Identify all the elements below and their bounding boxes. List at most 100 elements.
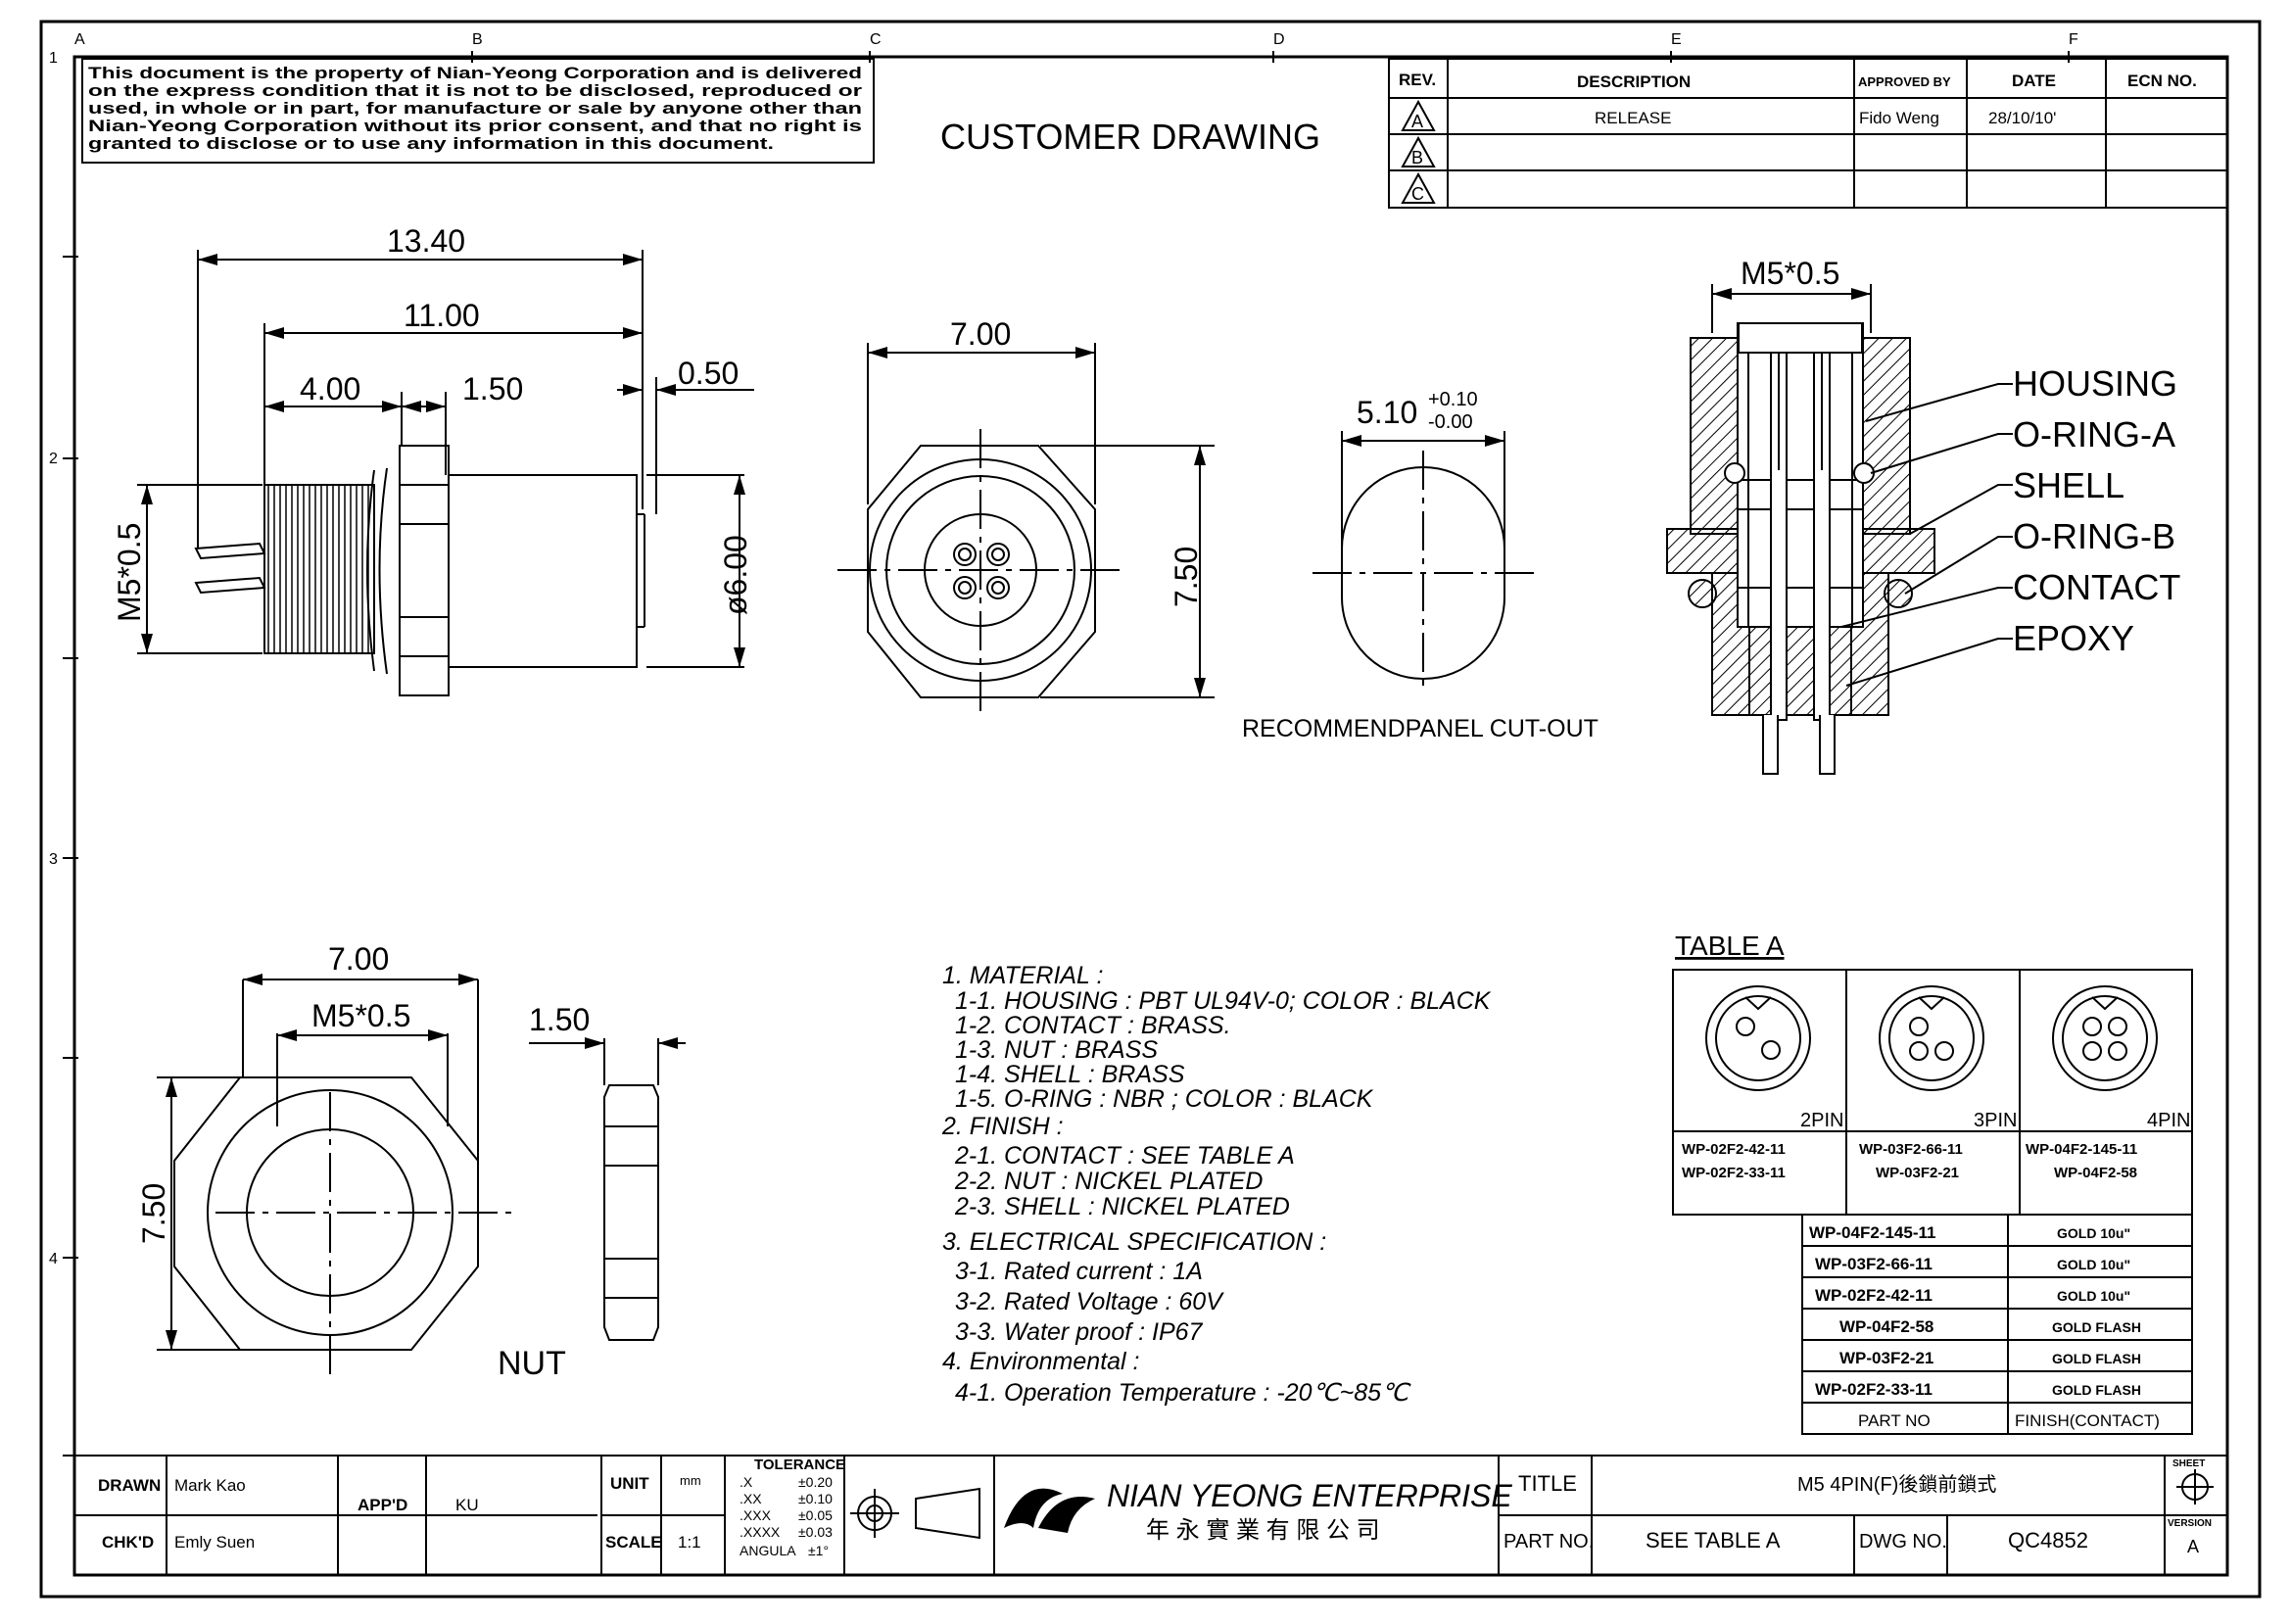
pin-label-2: 2PIN [1800, 1110, 1843, 1131]
finish-part: WP-04F2-145-11 [1809, 1223, 1935, 1242]
rev-a-approved: Fido Weng [1859, 109, 1939, 127]
tol-key: .XXXX [740, 1524, 781, 1540]
grid-ticks [63, 51, 2070, 1457]
company-logo-icon [1004, 1488, 1095, 1533]
version-label: VERSION [2168, 1518, 2212, 1529]
notice-line-4: Nian-Yeong Corporation without its prior… [88, 117, 862, 135]
dim-m5-thread: M5*0.5 [112, 523, 147, 622]
partno-label: PART NO. [1503, 1531, 1594, 1552]
notice-line-5: granted to disclose or to use any inform… [88, 134, 774, 153]
sheet-label: SHEET [2172, 1458, 2205, 1469]
ecn-header: ECN NO. [2127, 72, 2197, 90]
title-block-text: DRAWN Mark Kao CHK'D Emly Suen APP'D KU … [98, 1457, 845, 1552]
nut-dim-m5: M5*0.5 [311, 998, 410, 1033]
revision-headers: REV. DESCRIPTION APPROVED BY DATE ECN NO… [1399, 71, 2197, 91]
spec-line: 3. ELECTRICAL SPECIFICATION : [942, 1228, 1326, 1256]
spec-line: 1-3. NUT : BRASS [955, 1036, 1158, 1064]
section-labels: HOUSING O-RING-A SHELL O-RING-B CONTACT … [2013, 363, 2180, 658]
dim-dia-6-00: ø6.00 [718, 535, 753, 615]
nut-dim-7-50: 7.50 [136, 1183, 171, 1244]
version-value: A [2187, 1537, 2199, 1556]
drawn-value: Mark Kao [174, 1476, 246, 1495]
dwgno-value: QC4852 [2008, 1528, 2088, 1552]
tolerance-list: .X ±0.20 .XX ±0.10 .XXX ±0.05 .XXXX ±0.0… [740, 1474, 833, 1558]
finish-part: WP-02F2-42-11 [1815, 1286, 1933, 1305]
finish-part: WP-03F2-66-11 [1815, 1255, 1933, 1273]
finish-value: GOLD 10u" [2057, 1257, 2130, 1272]
finish-part: WP-04F2-58 [1839, 1317, 1933, 1336]
tol-key: ANGULA [740, 1543, 796, 1558]
dim-13-40: 13.40 [387, 223, 465, 259]
notice-line-3: used, in whole or in part, for manufactu… [88, 99, 862, 118]
finish-value: GOLD 10u" [2057, 1288, 2130, 1304]
date-header: DATE [2012, 72, 2056, 90]
table-a [1672, 969, 2193, 1435]
grid-row-3: 3 [49, 851, 58, 868]
grid-column-labels: A B C D E F [74, 31, 2078, 48]
spec-line: 2-1. CONTACT : SEE TABLE A [954, 1142, 1295, 1170]
tol-key: .XXX [740, 1507, 772, 1523]
spec-line: 2-3. SHELL : NICKEL PLATED [954, 1193, 1290, 1220]
label-o-ring-b: O-RING-B [2013, 516, 2175, 556]
spec-line: 1-1. HOUSING : PBT UL94V-0; COLOR : BLAC… [955, 987, 1492, 1015]
notice-box [81, 58, 875, 164]
table-a-title: TABLE A [1675, 931, 1785, 961]
grid-col-b: B [472, 31, 483, 48]
description-header: DESCRIPTION [1577, 72, 1691, 91]
drawn-label: DRAWN [98, 1476, 161, 1495]
finish-footer-finish: FINISH(CONTACT) [2015, 1411, 2160, 1430]
label-shell: SHELL [2013, 465, 2124, 505]
spec-line: 4. Environmental : [942, 1348, 1140, 1375]
label-contact: CONTACT [2013, 567, 2180, 607]
third-angle-projection-icon [850, 1487, 980, 1540]
pin-label-3: 3PIN [1974, 1110, 2017, 1131]
grid-col-c: C [870, 31, 882, 48]
title-label: TITLE [1518, 1471, 1577, 1496]
company-name-cn: 年 永 實 業 有 限 公 司 [1146, 1517, 1380, 1544]
nut-dim-1-50: 1.50 [529, 1002, 590, 1037]
title-block [74, 1455, 2227, 1575]
rev-triangle-b [1401, 135, 1436, 167]
rev-c: C [1411, 184, 1424, 204]
title-block-right: TITLE M5 4PIN(F)後鎖前鎖式 SHEET PART NO. SEE… [1503, 1458, 2212, 1556]
finish-part: WP-03F2-21 [1839, 1349, 1933, 1367]
spec-notes: 1. MATERIAL : 1-1. HOUSING : PBT UL94V-0… [941, 962, 1492, 1407]
pin-part: WP-03F2-66-11 [1859, 1141, 1963, 1158]
spec-line: 1-4. SHELL : BRASS [955, 1061, 1185, 1088]
pin-part: WP-04F2-58 [2054, 1165, 2137, 1181]
rev-b: B [1411, 148, 1423, 167]
side-view [137, 250, 754, 696]
tol-key: .XX [740, 1491, 762, 1506]
title-value: M5 4PIN(F)後鎖前鎖式 [1797, 1473, 1996, 1496]
cutout-tol-plus: +0.10 [1428, 389, 1478, 410]
confidentiality-notice: This document is the property of Nian-Ye… [88, 64, 863, 153]
label-o-ring-a: O-RING-A [2013, 414, 2175, 454]
tol-key: .X [740, 1474, 753, 1490]
label-housing: HOUSING [2013, 363, 2177, 404]
nut-dim-7-00: 7.00 [328, 941, 389, 977]
spec-line: 4-1. Operation Temperature : -20℃~85℃ [955, 1379, 1411, 1407]
grid-row-1: 1 [49, 50, 58, 67]
scale-value: 1:1 [678, 1533, 701, 1552]
tol-value: ±0.03 [798, 1524, 833, 1540]
grid-row-labels: 1 2 3 4 [49, 50, 58, 1267]
grid-row-2: 2 [49, 451, 58, 467]
front-view-dims: 7.00 7.50 [950, 316, 1204, 607]
grid-col-a: A [74, 31, 85, 48]
finish-part: WP-02F2-33-11 [1815, 1380, 1933, 1399]
company-name: NIAN YEONG ENTERPRISE [1107, 1478, 1512, 1513]
partno-value: SEE TABLE A [1646, 1528, 1781, 1552]
cutout-label: RECOMMENDPANEL CUT-OUT [1242, 715, 1599, 742]
table-a-pins: 2PIN 3PIN 4PIN [1800, 1110, 2190, 1131]
finish-value: GOLD 10u" [2057, 1225, 2130, 1241]
notice-line-1: This document is the property of Nian-Ye… [88, 64, 862, 82]
rev-triangle-c [1401, 171, 1436, 204]
drawing-title: CUSTOMER DRAWING [940, 117, 1320, 157]
grid-row-4: 4 [49, 1251, 58, 1267]
dim-0-50: 0.50 [678, 356, 739, 391]
approved-value: KU [455, 1496, 479, 1514]
tol-value: ±0.10 [798, 1491, 833, 1506]
spec-line: 3-1. Rated current : 1A [955, 1258, 1203, 1285]
approved-label: APP'D [358, 1496, 407, 1514]
